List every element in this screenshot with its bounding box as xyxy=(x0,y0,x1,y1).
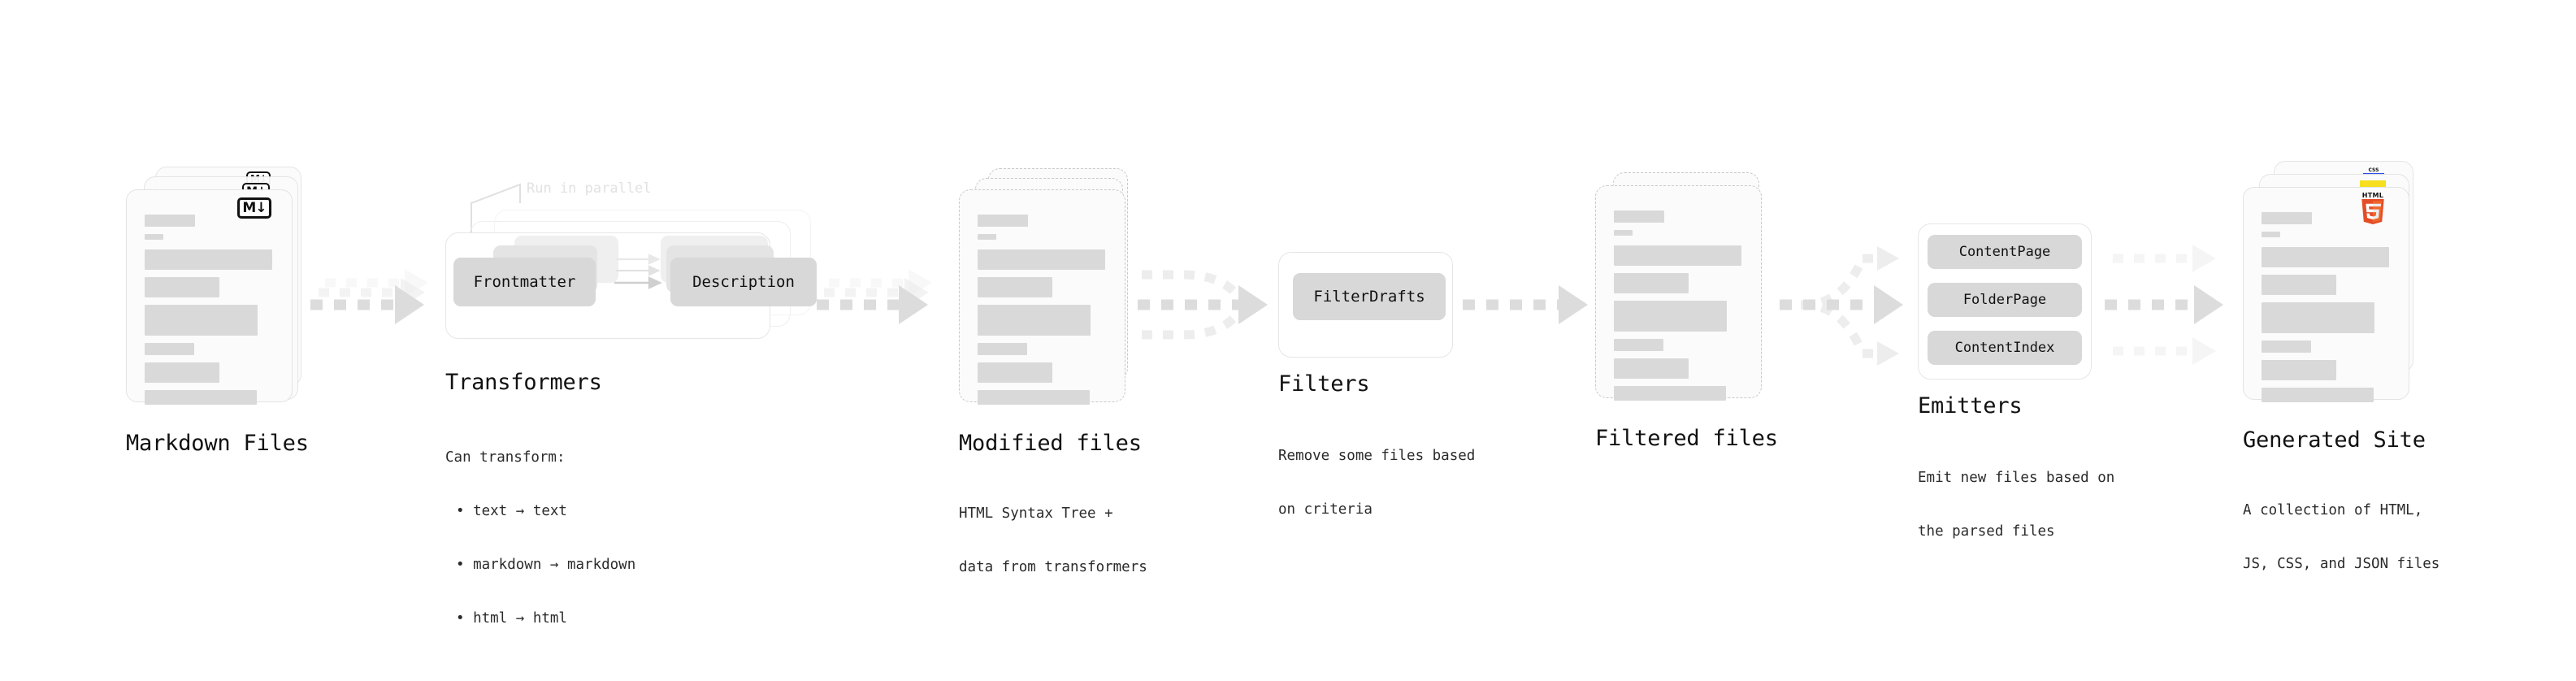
filters-chip-filterdrafts[interactable]: FilterDrafts xyxy=(1293,273,1446,320)
stage-title-filters: Filters xyxy=(1278,371,1370,397)
emitters-chip-contentpage[interactable]: ContentPage xyxy=(1928,235,2082,269)
emitters-chip-folderpage[interactable]: FolderPage xyxy=(1928,283,2082,317)
stage-title-generated-site: Generated Site xyxy=(2243,427,2426,453)
stage-caption-modified-files: HTML Syntax Tree + data from transformer… xyxy=(959,469,1147,612)
stage-generated-site: CSS HTML xyxy=(2243,161,2439,572)
modified-card-placeholder-content xyxy=(978,215,1110,412)
emitters-chip-contentindex-label: ContentIndex xyxy=(1954,340,2055,356)
site-caption-line-2: JS, CSS, and JSON files xyxy=(2243,556,2440,572)
transformer-chip-description-label: Description xyxy=(692,273,795,291)
modified-card-front xyxy=(959,189,1125,405)
html5-icon: HTML xyxy=(2359,192,2387,224)
stage-caption-generated-site: A collection of HTML, JS, CSS, and JSON … xyxy=(2243,466,2439,609)
css-icon-label: CSS xyxy=(2368,167,2379,173)
stage-filtered-files: Filtered files xyxy=(1595,172,1782,451)
connector-filters-to-filtered xyxy=(1463,285,1588,324)
emitters-chip-contentpage-label: ContentPage xyxy=(1958,244,2051,260)
emitters-caption-line-1: Emit new files based on xyxy=(1918,470,2115,486)
transform-bullet-html: • html → html xyxy=(456,610,567,627)
connector-transformers-to-modified xyxy=(817,269,932,324)
transformer-chip-frontmatter-label: Frontmatter xyxy=(473,273,576,291)
stage-title-transformers: Transformers xyxy=(445,370,602,395)
transformer-chip-description[interactable]: Description xyxy=(670,258,817,306)
transformer-inner-arrows xyxy=(614,254,662,289)
connector-emitters-to-site xyxy=(2105,245,2223,365)
transformer-chip-frontmatter[interactable]: Frontmatter xyxy=(453,258,596,306)
site-card-placeholder-content xyxy=(2262,212,2394,410)
stage-caption-transformers: Can transform: • text → text • markdown … xyxy=(445,413,635,663)
run-in-parallel-label: Run in parallel xyxy=(527,180,652,197)
emitters-caption-line-2: the parsed files xyxy=(1918,523,2055,540)
markdown-card-front xyxy=(126,189,293,405)
filters-chip-filterdrafts-label: FilterDrafts xyxy=(1313,288,1425,306)
filters-caption-line-2: on criteria xyxy=(1278,501,1373,518)
stage-modified-files: Modified files HTML Syntax Tree + data f… xyxy=(959,167,1147,575)
stage-title-modified-files: Modified files xyxy=(959,431,1142,456)
filters-caption-line-1: Remove some files based xyxy=(1278,448,1476,464)
markdown-card-placeholder-content xyxy=(145,215,277,412)
stage-caption-emitters: Emit new files based on the parsed files xyxy=(1918,433,2114,576)
transform-bullet-markdown: • markdown → markdown xyxy=(456,557,636,573)
connector-modified-to-filters xyxy=(1138,270,1268,340)
filtered-card-placeholder-content xyxy=(1614,210,1746,408)
stage-title-emitters: Emitters xyxy=(1918,393,2023,419)
emitters-chip-contentindex[interactable]: ContentIndex xyxy=(1928,331,2082,365)
stage-title-markdown-files: Markdown Files xyxy=(126,431,309,456)
stage-title-filtered-files: Filtered files xyxy=(1595,426,1778,451)
markdown-icon: M↓ xyxy=(237,197,271,219)
connector-markdown-to-transformers xyxy=(310,269,428,324)
site-caption-line-1: A collection of HTML, xyxy=(2243,502,2423,518)
stage-markdown-files: M↓ M↓ M↓ Markdown Files xyxy=(126,167,313,456)
modified-caption-line-2: data from transformers xyxy=(959,559,1147,575)
transform-caption-head: Can transform: xyxy=(445,449,566,466)
html5-icon-word: HTML xyxy=(2361,192,2384,199)
emitters-chip-folderpage-label: FolderPage xyxy=(1962,292,2047,308)
html5-icon-shield xyxy=(2361,199,2384,224)
stage-caption-filters: Remove some files based on criteria xyxy=(1278,411,1475,554)
modified-caption-line-1: HTML Syntax Tree + xyxy=(959,505,1113,522)
transform-bullet-text: • text → text xyxy=(456,503,567,519)
connector-filtered-to-emitters xyxy=(1780,246,1903,366)
site-card-front xyxy=(2243,187,2409,402)
filtered-card-front xyxy=(1595,185,1762,401)
